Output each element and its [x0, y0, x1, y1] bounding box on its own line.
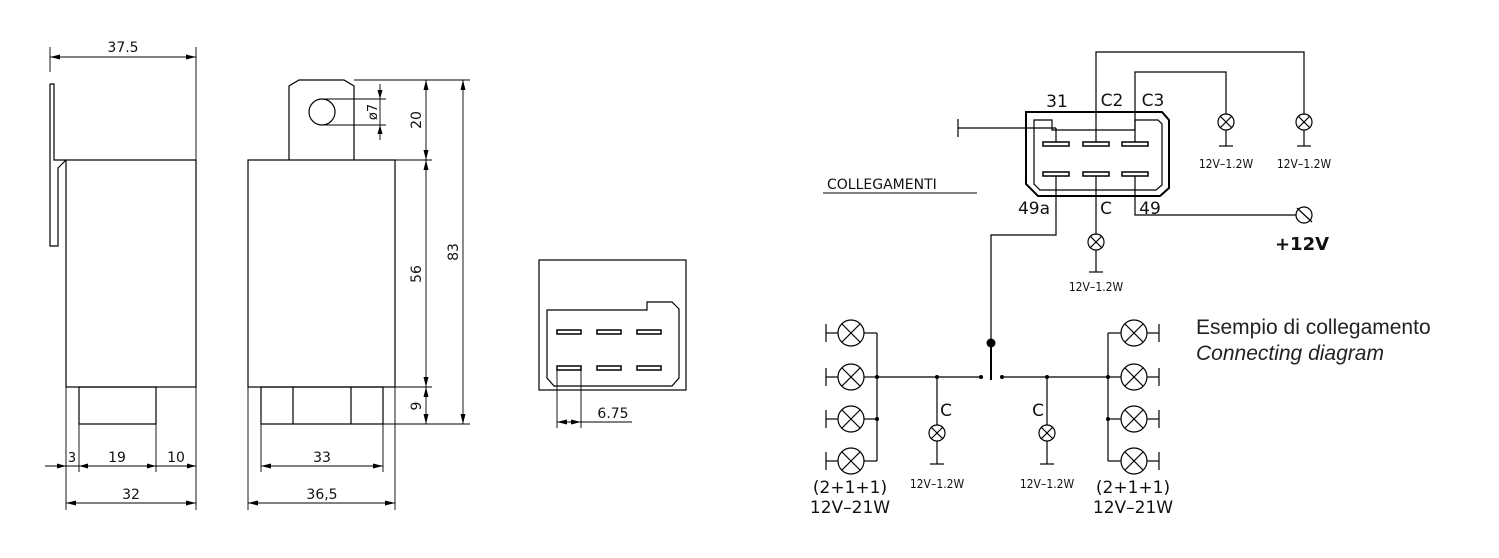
terminal-c3-label: C3 — [1142, 91, 1165, 111]
left-side-lamp-label: 12V–1.2W — [910, 477, 965, 491]
lamp-icon — [825, 447, 877, 475]
dim-side-bottom: 32 — [122, 487, 140, 503]
dim-body: 56 — [409, 265, 425, 283]
terminal-31-label: 31 — [1046, 92, 1068, 112]
left-group-power: 12V–21W — [810, 498, 890, 518]
left-side-lamp-c: C — [940, 401, 952, 421]
lamp-icon — [825, 405, 877, 433]
dim-inner-width: 33 — [313, 450, 331, 466]
side-view: 37.5 3 19 10 32 — [45, 40, 197, 510]
supply-label: +12V — [1275, 234, 1329, 255]
lamp-icon — [1108, 447, 1160, 475]
right-side-lamp-c: C — [1032, 401, 1044, 421]
lamp-icon — [1217, 113, 1235, 147]
terminal-49-label: 49 — [1139, 199, 1161, 219]
dim-side-mid: 19 — [108, 450, 126, 466]
terminal-49a-label: 49a — [1018, 199, 1050, 219]
dim-side-width: 37.5 — [107, 40, 138, 56]
lamp-icon — [1108, 405, 1160, 433]
dim-base: 9 — [409, 402, 425, 411]
lamp-icon — [1087, 233, 1105, 273]
lamp-icon — [928, 424, 946, 465]
dim-side-right: 10 — [167, 450, 185, 466]
terminal-c2-label: C2 — [1101, 91, 1124, 111]
right-group-count: (2+1+1) — [1096, 478, 1170, 498]
lamp-icon — [825, 363, 877, 391]
left-group-count: (2+1+1) — [813, 478, 887, 498]
dim-total-height: 83 — [446, 243, 462, 261]
front-view: ø7 20 56 9 83 33 36,5 — [247, 79, 470, 510]
dim-hole: ø7 — [366, 104, 381, 120]
supply-terminal-icon — [1295, 206, 1313, 224]
caption-english: Connecting diagram — [1196, 342, 1384, 365]
lamp-label-c2: 12V–1.2W — [1277, 157, 1332, 171]
lamp-icon — [1038, 424, 1056, 465]
right-side-lamp-label: 12V–1.2W — [1020, 477, 1075, 491]
terminal-c-label: C — [1100, 199, 1112, 219]
lamp-label-c3: 12V–1.2W — [1199, 157, 1254, 171]
dim-tab: 20 — [409, 111, 425, 129]
lamp-icon — [825, 319, 877, 347]
lamp-icon — [1295, 113, 1313, 147]
lamp-icon — [1108, 319, 1160, 347]
caption-italian: Esempio di collegamento — [1196, 316, 1431, 339]
mounting-hole-icon — [308, 98, 336, 126]
wiring-heading: COLLEGAMENTI — [827, 177, 937, 193]
dim-pin-pitch: 6.75 — [597, 406, 628, 422]
lamp-label-c: 12V–1.2W — [1069, 280, 1124, 294]
dim-side-offset: 3 — [68, 451, 76, 466]
connector-face-view: 6.75 — [538, 259, 687, 428]
right-group-power: 12V–21W — [1093, 498, 1173, 518]
wiring-diagram: COLLEGAMENTI 31 C2 C3 49a C 49 — [810, 51, 1431, 518]
dim-bottom-width: 36,5 — [306, 487, 337, 503]
lamp-icon — [1108, 363, 1160, 391]
